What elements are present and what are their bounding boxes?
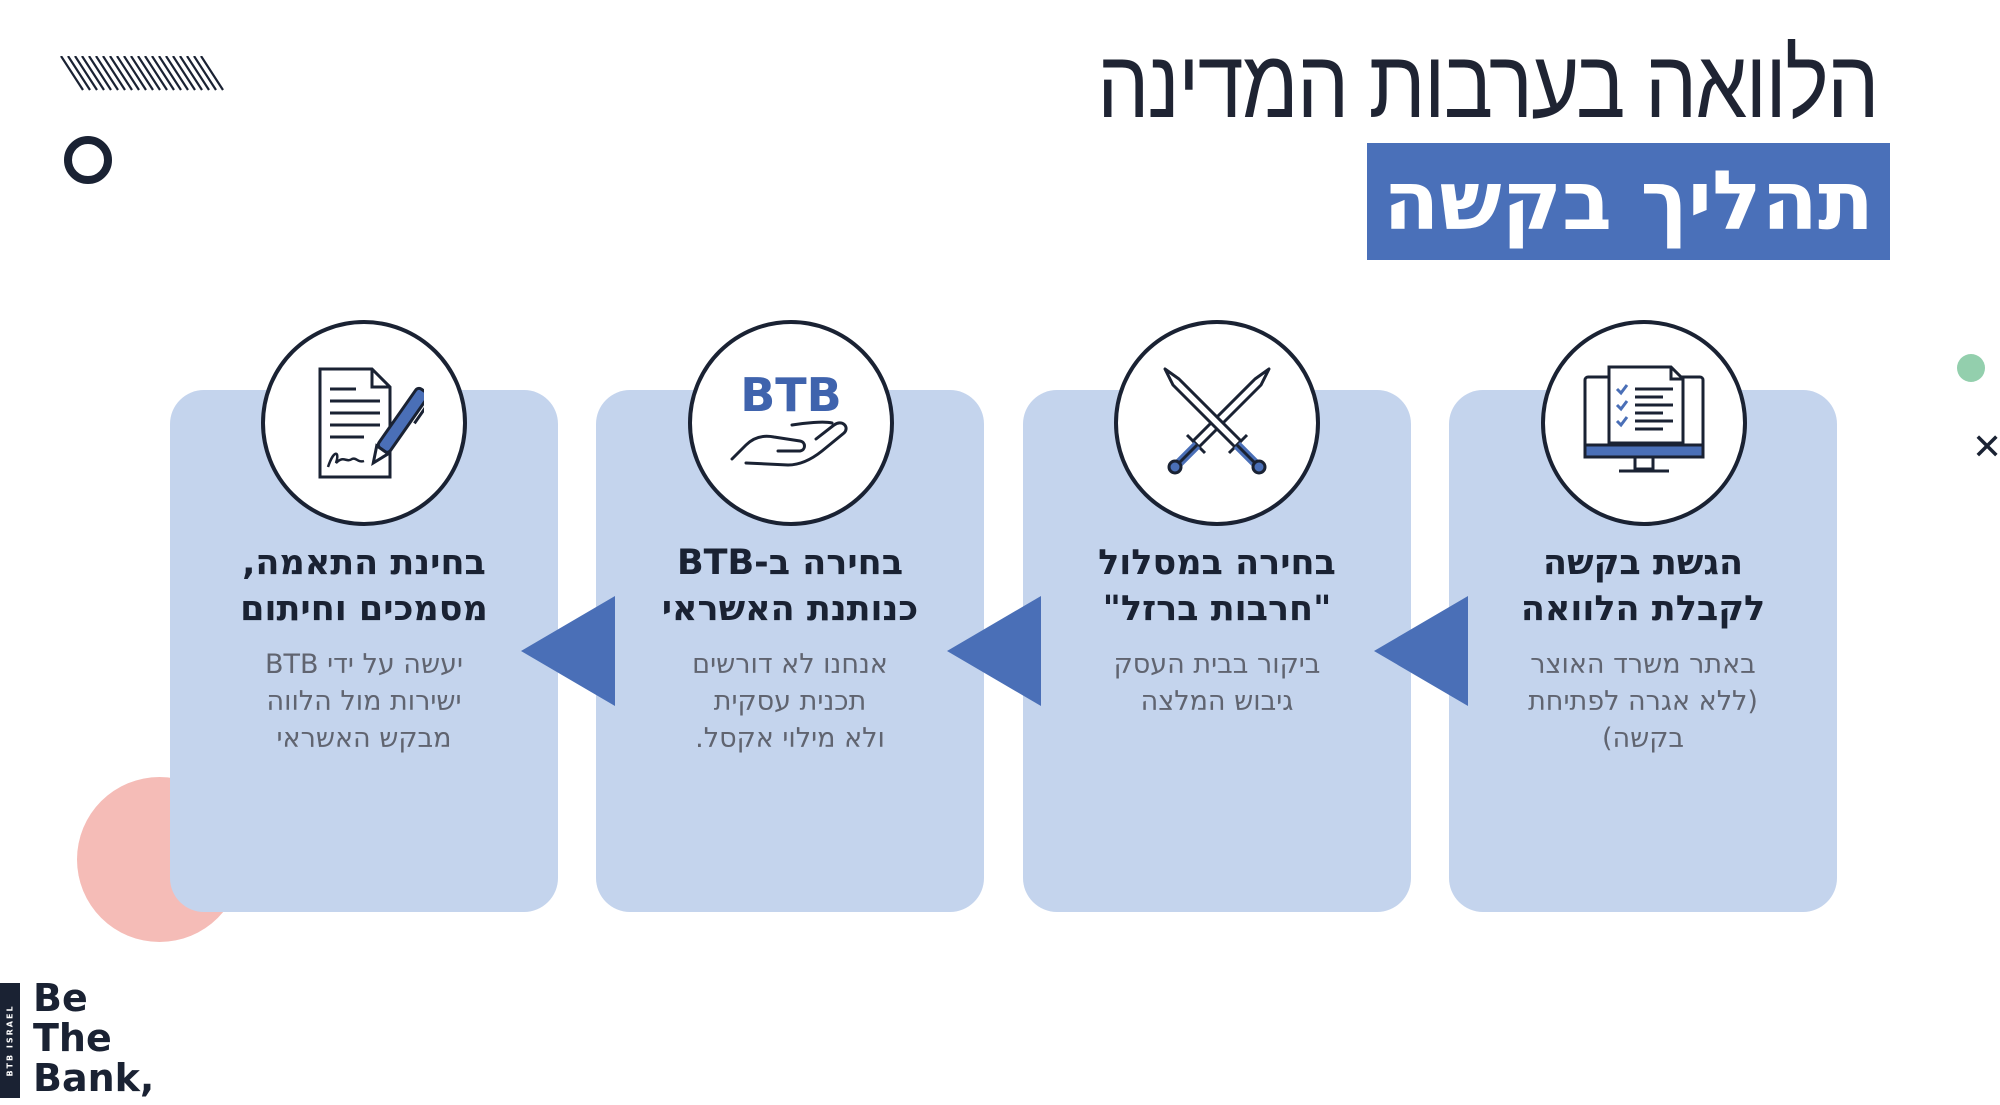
hatch-lines-decoration [60, 56, 224, 91]
step-4-description: יעשה על ידי BTB ישירות מול הלווה מבקש הא… [264, 649, 464, 754]
logo-line-2: The [33, 1016, 112, 1060]
computer-checklist-icon [1583, 365, 1705, 473]
arrow-left-icon [521, 596, 615, 706]
arrow-left-icon [1374, 596, 1468, 706]
crossed-swords-icon [1163, 367, 1271, 475]
logo-line-3: Bank, [33, 1056, 155, 1100]
green-dot-decoration [1957, 354, 1985, 382]
step-1-title: הגשת בקשה לקבלת הלוואה [1520, 543, 1766, 629]
logo-vertical-text: BTB ISRAEL [5, 1004, 15, 1077]
page-subtitle: תהליך בקשה [1383, 154, 1874, 249]
page-subtitle-badge: תהליך בקשה [1367, 143, 1890, 260]
btb-icon-text: BTB [740, 368, 842, 422]
step-3-title: בחירה ב-BTB כנותנת האשראי [661, 543, 919, 629]
arrow-left-icon [947, 596, 1041, 706]
step-2-icon-circle [1114, 320, 1320, 526]
step-4-title: בחינת התאמה, מסמכים וחיתום [240, 543, 488, 629]
ring-decoration [64, 136, 112, 184]
page-title: הלוואה בערבות המדינה [1097, 31, 1879, 138]
document-signature-pen-icon [318, 367, 424, 479]
logo-line-1: Be [33, 976, 88, 1020]
logo-bar [0, 983, 20, 1098]
logo: Be The Bank, [33, 978, 154, 1098]
btb-hand-icon: BTB [730, 368, 848, 467]
step-1-icon-circle [1541, 320, 1747, 526]
x-mark-decoration: ✕ [1972, 427, 2000, 468]
step-2-title: בחירה במסלול "חרבות ברזל" [1098, 543, 1336, 629]
step-2-description: ביקור בבית העסק גיבוש המלצה [1113, 649, 1321, 717]
step-3-icon-circle: BTB [688, 320, 894, 526]
step-1-description: באתר משרד האוצר (ללא אגרה לפתיחת בקשה) [1528, 649, 1758, 754]
step-3-description: אנחנו לא דורשים תכנית עסקית ולא מילוי אק… [692, 649, 888, 754]
step-4-icon-circle [261, 320, 467, 526]
